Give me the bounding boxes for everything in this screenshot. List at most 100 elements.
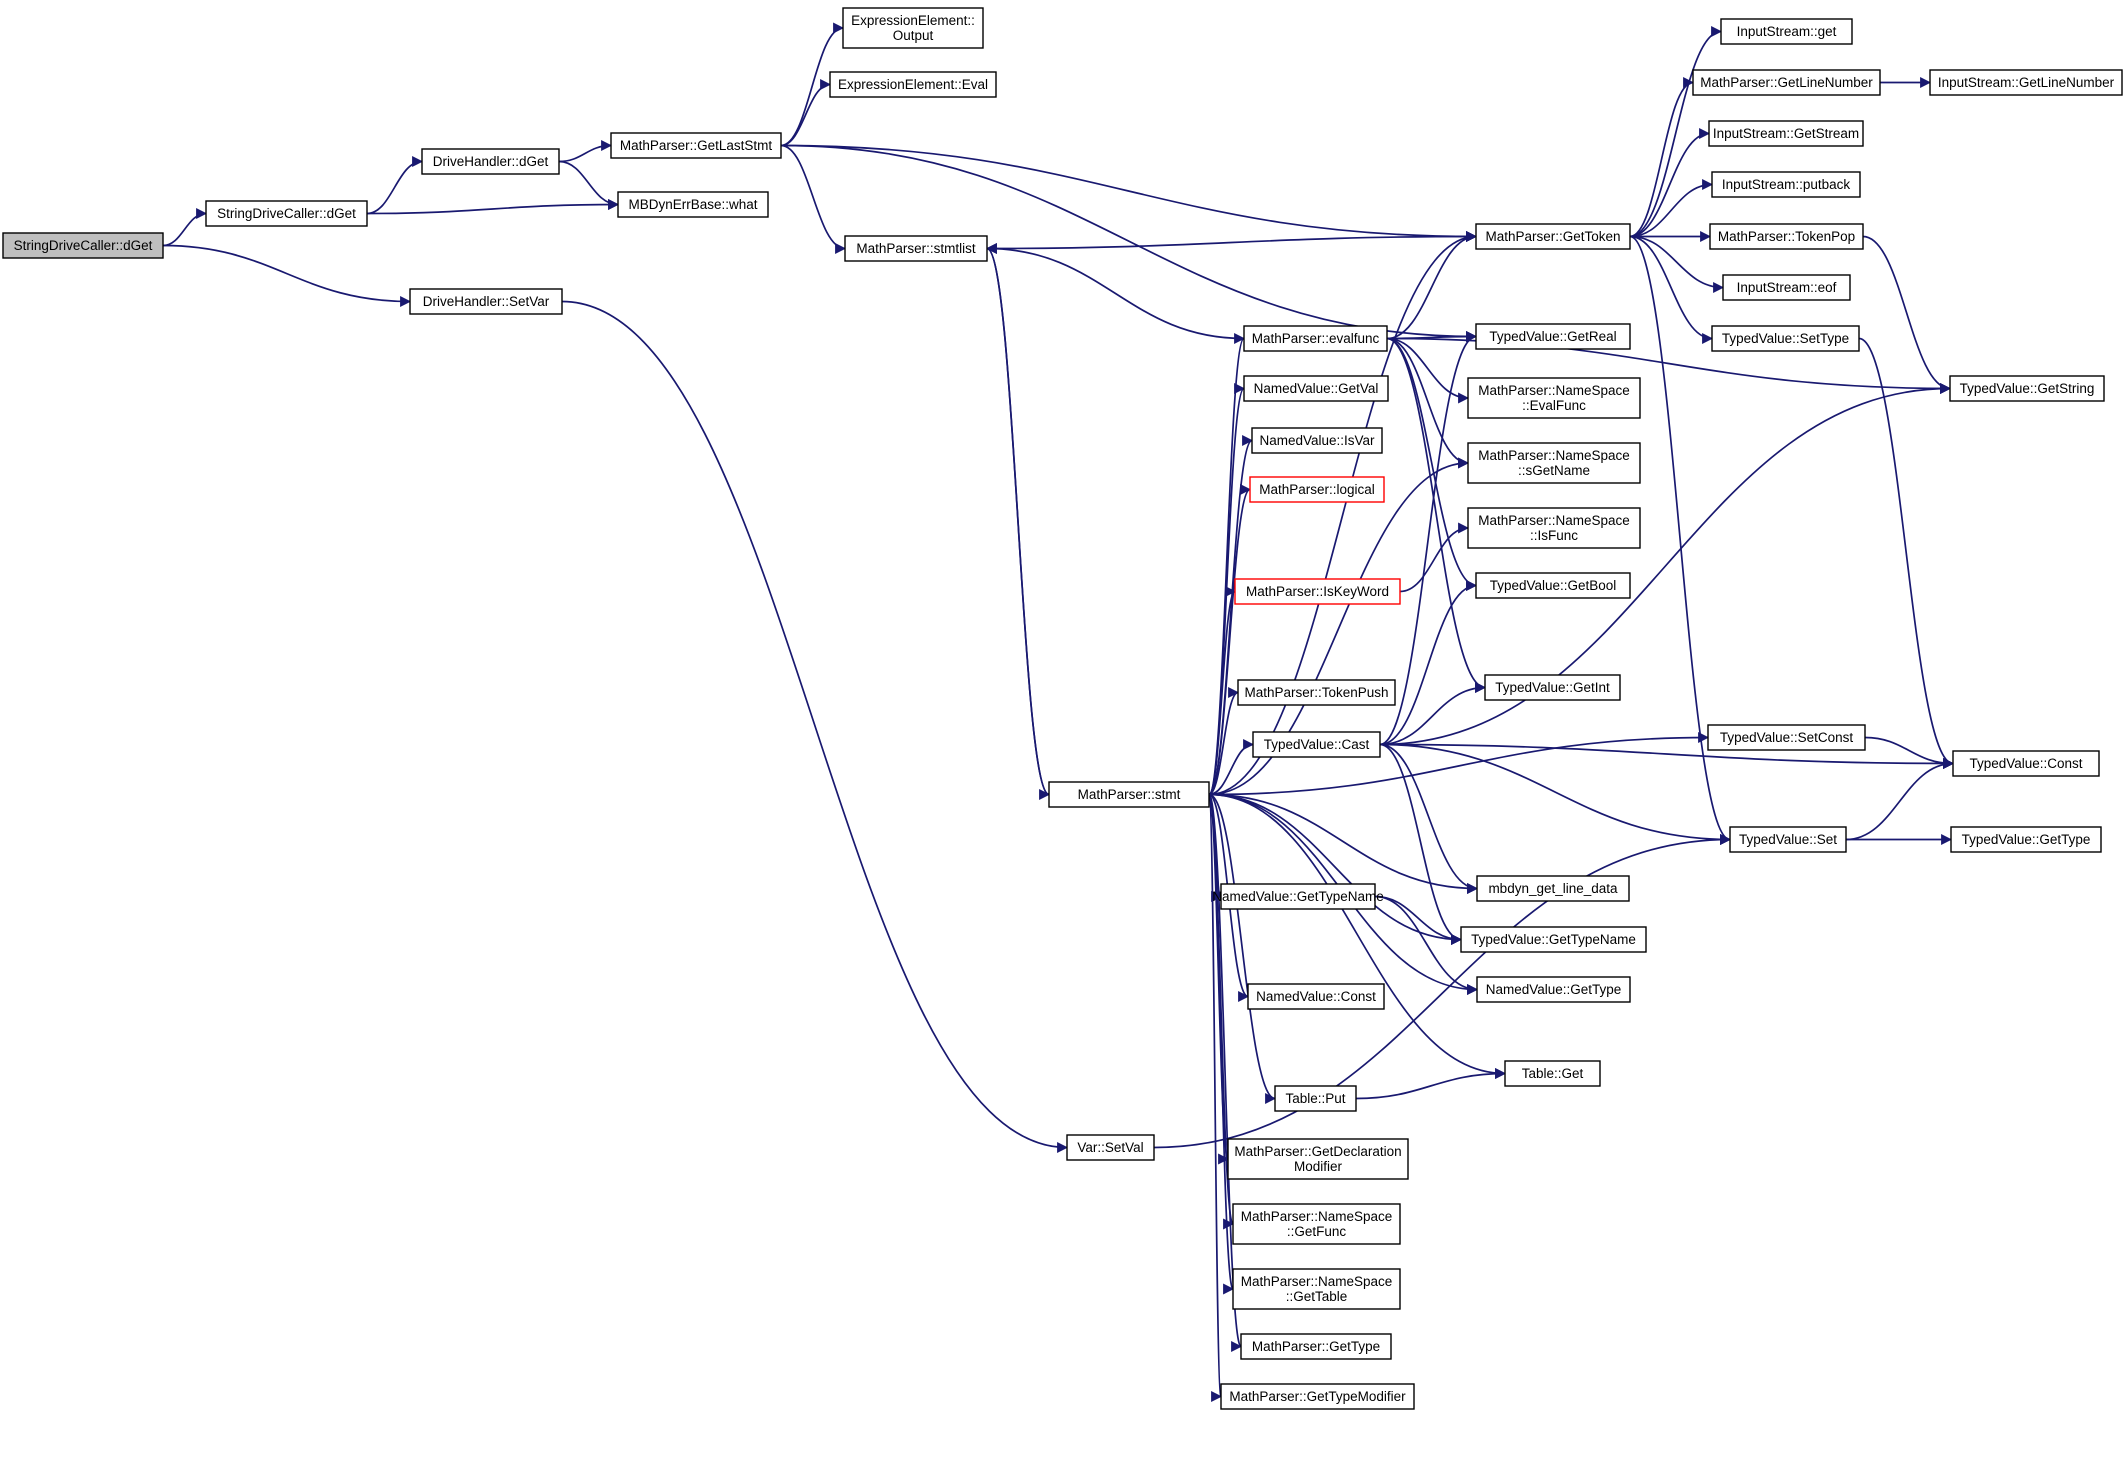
edge-table_put-to-table_get: [1355, 1068, 1507, 1100]
node-label: ::sGetName: [1518, 463, 1590, 478]
node-mp_tokenpop[interactable]: MathParser::TokenPop: [1709, 223, 1864, 250]
node-label: TypedValue::GetString: [1960, 381, 2095, 396]
edge-mp_stmt-to-tv_cast: [1208, 739, 1255, 796]
edge-mp_gettoken-to-is_putback: [1629, 179, 1714, 238]
node-label: ::EvalFunc: [1522, 398, 1586, 413]
node-dh_dget[interactable]: DriveHandler::dGet: [421, 148, 560, 175]
node-ee_eval[interactable]: ExpressionElement::Eval: [829, 71, 997, 98]
node-label: TypedValue::GetInt: [1495, 680, 1610, 695]
node-mp_getlinenumber[interactable]: MathParser::GetLineNumber: [1692, 69, 1881, 96]
node-mp_gettoken[interactable]: MathParser::GetToken: [1475, 223, 1631, 250]
node-box: [1722, 274, 1851, 301]
node-label: Table::Put: [1285, 1091, 1345, 1106]
edge-mp_gettoken-to-tv_set: [1629, 235, 1732, 845]
node-mp_ns_isfunc[interactable]: MathParser::NameSpace::IsFunc: [1467, 507, 1641, 549]
node-label: InputStream::get: [1737, 24, 1837, 39]
node-tv_set[interactable]: TypedValue::Set: [1729, 826, 1847, 853]
edge-mp_evalfunc-to-mp_stmtlist: [985, 243, 1245, 340]
node-mp_ns_evalfunc[interactable]: MathParser::NameSpace::EvalFunc: [1467, 377, 1641, 419]
node-label: Var::SetVal: [1077, 1140, 1143, 1155]
node-var_setval[interactable]: Var::SetVal: [1066, 1134, 1155, 1161]
node-mp_ns_gettable[interactable]: MathParser::NameSpace::GetTable: [1232, 1268, 1401, 1310]
node-box: [842, 7, 984, 49]
node-mbdyn_what[interactable]: MBDynErrBase::what: [617, 191, 769, 218]
node-mp_logical[interactable]: MathParser::logical: [1249, 476, 1385, 503]
node-tv_getstring[interactable]: TypedValue::GetString: [1949, 375, 2105, 402]
edge-mp_stmt-to-tv_gettypename: [1208, 793, 1463, 945]
node-nv_getval[interactable]: NamedValue::GetVal: [1243, 375, 1389, 402]
node-tv_getbool[interactable]: TypedValue::GetBool: [1475, 572, 1631, 599]
node-box: [1949, 375, 2105, 402]
node-mp_tokenpush[interactable]: MathParser::TokenPush: [1237, 679, 1396, 706]
node-mp_ns_sgetname[interactable]: MathParser::NameSpace::sGetName: [1467, 442, 1641, 484]
node-is_eof[interactable]: InputStream::eof: [1722, 274, 1851, 301]
node-is_get[interactable]: InputStream::get: [1720, 18, 1853, 45]
node-mp_getlaststmt[interactable]: MathParser::GetLastStmt: [610, 132, 782, 159]
node-nv_gettype[interactable]: NamedValue::GetType: [1476, 976, 1631, 1003]
node-nv_gettypename[interactable]: NamedValue::GetTypeName: [1212, 883, 1384, 910]
node-table_get[interactable]: Table::Get: [1504, 1060, 1601, 1087]
node-root[interactable]: StringDriveCaller::dGet: [2, 232, 164, 259]
node-mp_evalfunc[interactable]: MathParser::evalfunc: [1243, 325, 1388, 352]
edge-dh_setvar-to-var_setval: [561, 300, 1069, 1153]
edge-tv_setconst-to-tv_const: [1864, 736, 1955, 769]
node-label: MathParser::logical: [1259, 482, 1375, 497]
node-mp_stmt[interactable]: MathParser::stmt: [1048, 781, 1210, 808]
node-tv_setconst[interactable]: TypedValue::SetConst: [1707, 724, 1866, 751]
node-tv_gettypename[interactable]: TypedValue::GetTypeName: [1460, 926, 1647, 953]
node-nv_isvar[interactable]: NamedValue::IsVar: [1251, 427, 1383, 454]
node-box: [1711, 325, 1860, 352]
node-box: [1475, 572, 1631, 599]
node-label: MathParser::TokenPush: [1244, 685, 1388, 700]
node-label: MathParser::NameSpace: [1241, 1209, 1393, 1224]
node-label: MBDynErrBase::what: [628, 197, 757, 212]
node-tv_const[interactable]: TypedValue::Const: [1952, 750, 2100, 777]
edge-mp_iskeyword-to-mp_ns_isfunc: [1399, 522, 1470, 593]
node-box: [1707, 724, 1866, 751]
node-mbdyn_get_line_data[interactable]: mbdyn_get_line_data: [1476, 875, 1630, 902]
node-sdc_dget[interactable]: StringDriveCaller::dGet: [205, 200, 368, 227]
node-mp_gettype[interactable]: MathParser::GetType: [1240, 1333, 1392, 1360]
node-is_getstream[interactable]: InputStream::GetStream: [1708, 120, 1864, 147]
node-label: ExpressionElement::: [851, 13, 975, 28]
node-table_put[interactable]: Table::Put: [1274, 1085, 1357, 1112]
edge-mp_gettoken-to-mp_getlinenumber: [1629, 77, 1695, 238]
node-mp_ns_getfunc[interactable]: MathParser::NameSpace::GetFunc: [1232, 1203, 1401, 1245]
edge-nv_gettypename-to-tv_gettypename: [1374, 895, 1463, 945]
edge-mp_stmt-to-mp_gettype: [1208, 793, 1243, 1352]
node-is_putback[interactable]: InputStream::putback: [1711, 171, 1861, 198]
node-label: ::GetTable: [1286, 1289, 1348, 1304]
edge-tv_cast-to-tv_getint: [1379, 682, 1487, 746]
edge-mp_stmt-to-tv_setconst: [1208, 732, 1710, 796]
node-label: TypedValue::Const: [1969, 756, 2082, 771]
node-nv_const[interactable]: NamedValue::Const: [1247, 983, 1385, 1010]
node-box: [1247, 983, 1385, 1010]
edge-root-to-sdc_dget: [162, 208, 208, 247]
edge-mp_stmtlist-to-mp_gettoken: [986, 231, 1478, 250]
node-label: mbdyn_get_line_data: [1488, 881, 1618, 896]
node-tv_getreal[interactable]: TypedValue::GetReal: [1475, 323, 1631, 350]
edge-mp_stmt-to-mp_iskeyword: [1208, 586, 1237, 796]
node-tv_getint[interactable]: TypedValue::GetInt: [1484, 674, 1621, 701]
node-is_getlinenumber[interactable]: InputStream::GetLineNumber: [1929, 69, 2123, 96]
edge-mp_stmt-to-mp_ns_sgetname: [1208, 457, 1470, 796]
node-label: Modifier: [1294, 1159, 1343, 1174]
node-mp_stmtlist[interactable]: MathParser::stmtlist: [844, 235, 988, 262]
node-mp_gettypemod[interactable]: MathParser::GetTypeModifier: [1220, 1383, 1415, 1410]
node-tv_settype[interactable]: TypedValue::SetType: [1711, 325, 1860, 352]
edge-tv_settype-to-tv_const: [1858, 337, 1955, 769]
node-label: NamedValue::GetType: [1486, 982, 1622, 997]
node-tv_gettype[interactable]: TypedValue::GetType: [1950, 826, 2102, 853]
node-box: [1720, 18, 1853, 45]
node-label: TypedValue::SetType: [1722, 331, 1849, 346]
node-dh_setvar[interactable]: DriveHandler::SetVar: [409, 288, 563, 315]
node-box: [1232, 1268, 1401, 1310]
node-label: MathParser::GetDeclaration: [1234, 1144, 1401, 1159]
node-mp_iskeyword[interactable]: MathParser::IsKeyWord: [1234, 578, 1401, 605]
node-ee_output[interactable]: ExpressionElement::Output: [842, 7, 984, 49]
node-tv_cast[interactable]: TypedValue::Cast: [1252, 731, 1381, 758]
node-box: [1251, 427, 1383, 454]
node-label: DriveHandler::dGet: [433, 154, 549, 169]
node-label: MathParser::evalfunc: [1252, 331, 1380, 346]
